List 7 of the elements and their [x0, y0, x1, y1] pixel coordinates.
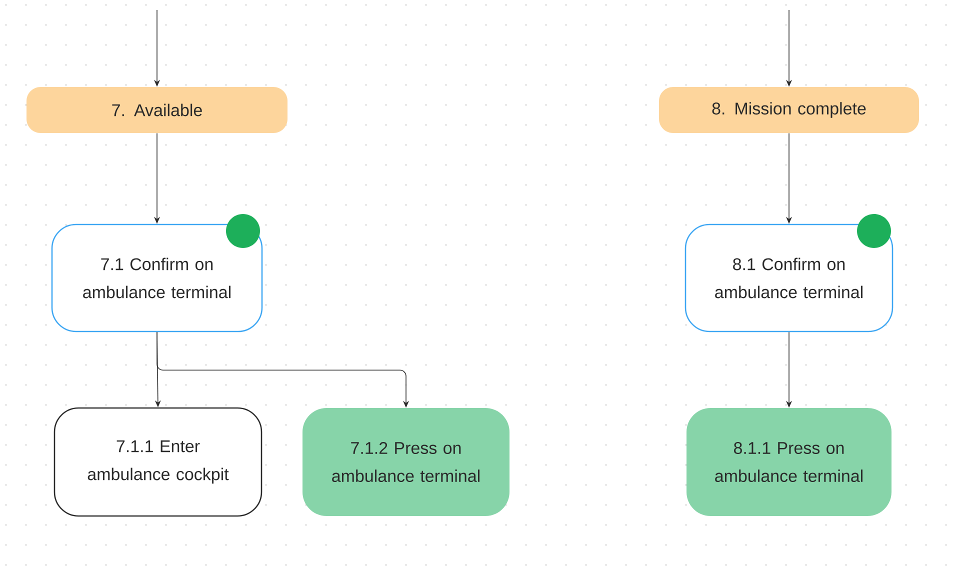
- step-box: 7.1.1 Enter ambulance cockpit: [54, 407, 262, 517]
- step-box: 8.1.1 Press on ambulance terminal: [686, 408, 892, 516]
- step-box: 8.1 Confirm on ambulance terminal: [684, 224, 894, 332]
- step-box: 7.1.2 Press on ambulance terminal: [302, 408, 510, 516]
- step-box: 7.1 Confirm on ambulance terminal: [51, 224, 263, 332]
- status-pill: 7. Available: [26, 87, 288, 133]
- status-pill: 8. Mission complete: [659, 87, 919, 133]
